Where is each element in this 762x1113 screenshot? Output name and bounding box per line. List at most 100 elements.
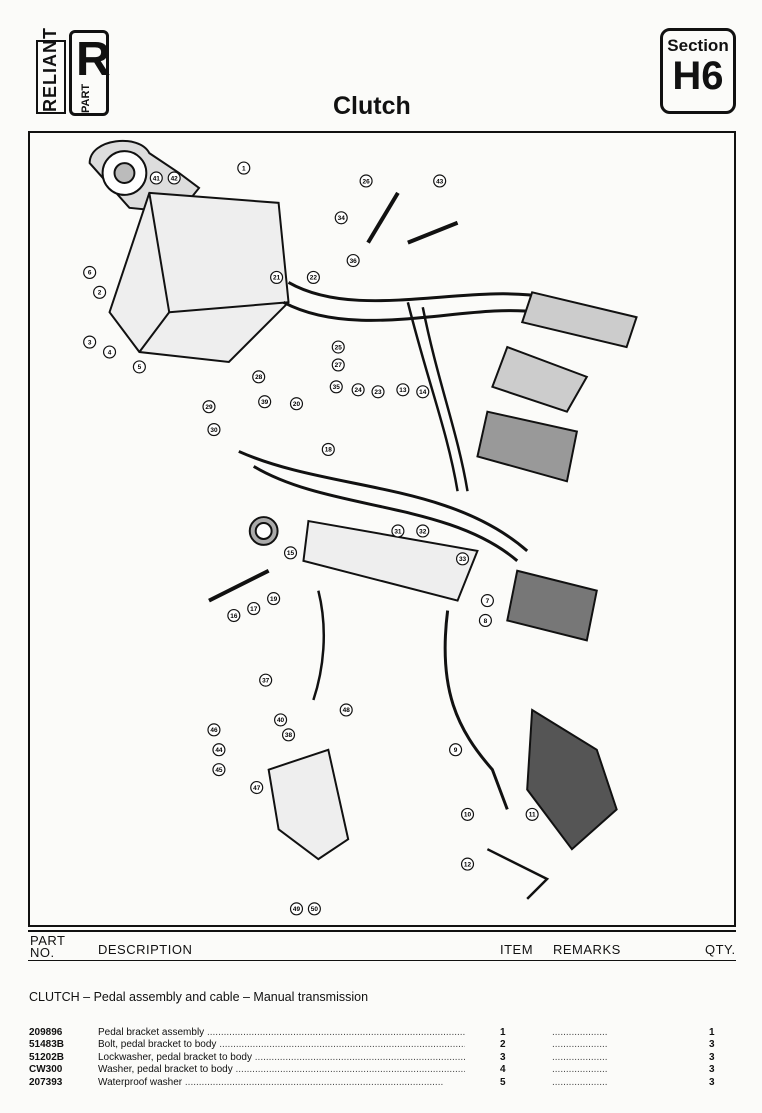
callout-number: 9	[454, 747, 458, 754]
callout-number: 12	[464, 861, 472, 868]
part-qty: 3	[709, 1051, 715, 1063]
clutch-pedal-illustration: 1234567891011121314151617181920212223242…	[83, 139, 638, 916]
callout-number: 45	[215, 767, 223, 774]
callout-number: 3	[88, 339, 92, 346]
callout-number: 23	[374, 389, 382, 396]
brand-name: RELIANT	[36, 27, 66, 114]
callout-number: 21	[273, 275, 281, 282]
part-remarks: ....................	[552, 1039, 608, 1051]
part-remarks: ....................	[552, 1064, 608, 1076]
part-number: 51483B	[29, 1039, 65, 1051]
part-qty: 3	[709, 1039, 715, 1051]
callout-number: 17	[250, 606, 258, 613]
callout-number: 33	[459, 556, 467, 563]
part-remarks: ....................	[552, 1027, 608, 1038]
column-remarks: REMARKS	[553, 942, 621, 957]
part-description: Pedal bracket assembly	[98, 1027, 465, 1039]
callout-number: 7	[486, 598, 490, 605]
parts-list: 209896 Pedal bracket assembly 1 ........…	[29, 1027, 741, 1089]
part-item: 3	[500, 1051, 506, 1063]
part-item: 1	[500, 1027, 506, 1038]
page-title: Clutch	[333, 92, 411, 120]
callout-number: 26	[362, 178, 370, 185]
callout-number: 32	[419, 528, 427, 535]
column-description: DESCRIPTION	[98, 942, 193, 957]
callout-number: 24	[355, 387, 363, 394]
part-qty: 3	[709, 1076, 715, 1088]
callout-number: 36	[350, 258, 358, 265]
table-top-rule	[28, 930, 736, 932]
callout-number: 40	[277, 717, 285, 724]
table-header-rule	[28, 960, 736, 961]
callout-number: 30	[210, 427, 218, 434]
part-qty: 3	[709, 1064, 715, 1076]
callout-number: 28	[255, 374, 263, 381]
part-item: 5	[500, 1076, 506, 1088]
callout-number: 43	[436, 178, 444, 185]
part-description: Waterproof washer	[98, 1077, 465, 1089]
column-qty: QTY.	[705, 942, 736, 957]
callout-number: 5	[138, 364, 142, 371]
callout-number: 34	[338, 215, 346, 222]
part-item: 2	[500, 1039, 506, 1051]
callout-number: 37	[262, 677, 270, 684]
table-row: 207393 Waterproof washer 5 .............…	[29, 1077, 741, 1089]
callout-number: 35	[333, 384, 341, 391]
part-item: 4	[500, 1064, 506, 1076]
callout-number: 48	[343, 707, 351, 714]
part-qty: 1	[709, 1027, 715, 1038]
table-row: 51483B Bolt, pedal bracket to body 2 ...…	[29, 1039, 741, 1051]
callout-number: 41	[153, 175, 161, 182]
callout-number: 29	[205, 404, 213, 411]
callout-number: 44	[215, 747, 223, 754]
callout-number: 42	[171, 175, 179, 182]
callout-number: 18	[325, 447, 333, 454]
callout-number: 19	[270, 596, 278, 603]
part-description: Washer, pedal bracket to body	[98, 1064, 465, 1076]
table-row: 209896 Pedal bracket assembly 1 ........…	[29, 1027, 741, 1039]
part-description: Bolt, pedal bracket to body	[98, 1039, 465, 1051]
section-code: H6	[672, 54, 724, 98]
reliant-logo: RELIANT R PART	[27, 27, 111, 118]
callout-number: 27	[335, 362, 343, 369]
callout-number: 15	[287, 550, 295, 557]
part-remarks: ....................	[552, 1051, 608, 1063]
column-item: ITEM	[500, 942, 534, 957]
part-number: 207393	[29, 1076, 63, 1088]
callout-number: 20	[293, 401, 301, 408]
badge-letter: R	[76, 33, 111, 86]
part-remarks: ....................	[552, 1076, 608, 1088]
callout-number: 31	[394, 528, 402, 535]
column-part-no: PART NO.	[30, 933, 66, 960]
part-description: Lockwasher, pedal bracket to body	[98, 1052, 465, 1064]
badge-sub: PART	[80, 83, 92, 113]
callout-number: 38	[285, 732, 293, 739]
callout-number: 10	[464, 812, 472, 819]
callout-number: 46	[210, 727, 218, 734]
callout-number: 22	[310, 275, 318, 282]
part-number: CW300	[29, 1064, 63, 1076]
section-label: Section	[667, 36, 729, 55]
callout-number: 1	[242, 165, 246, 172]
part-number: 209896	[29, 1027, 63, 1038]
callout-number: 47	[253, 785, 261, 792]
table-row: CW300 Washer, pedal bracket to body 4 ..…	[29, 1064, 741, 1076]
group-heading: CLUTCH – Pedal assembly and cable – Manu…	[29, 990, 369, 1004]
callout-number: 2	[98, 290, 102, 297]
callout-number: 8	[484, 618, 488, 625]
callout-number: 6	[88, 270, 92, 277]
callout-number: 50	[311, 906, 319, 913]
part-number: 51202B	[29, 1051, 65, 1063]
callout-number: 25	[335, 344, 343, 351]
section-badge: Section H6	[660, 28, 736, 114]
callout-number: 4	[108, 349, 112, 356]
callout-number: 11	[529, 812, 536, 819]
r-part-badge: R PART	[69, 30, 111, 116]
callout-number: 14	[419, 389, 427, 396]
callout-number: 49	[293, 906, 301, 913]
callout-number: 39	[261, 399, 269, 406]
callout-number: 16	[230, 613, 238, 620]
table-row: 51202B Lockwasher, pedal bracket to body…	[29, 1052, 741, 1064]
